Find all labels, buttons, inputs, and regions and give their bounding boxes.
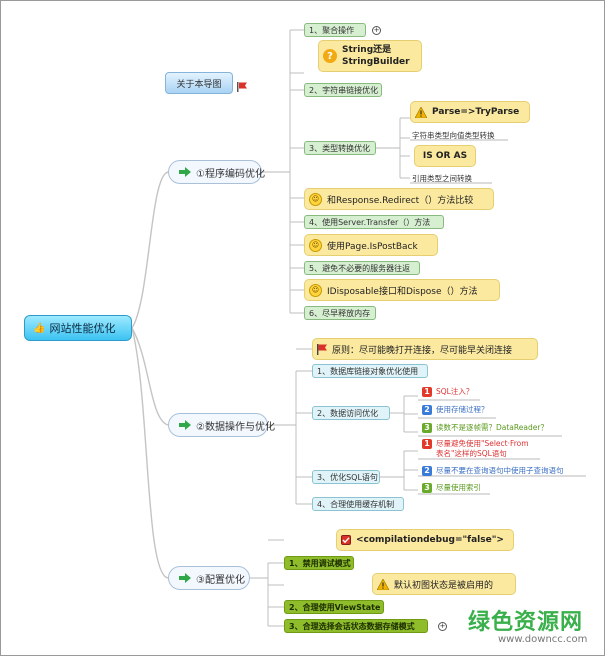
question-icon: ? [323,49,337,63]
about-label: 关于本导图 [176,79,222,90]
item-label: 4、使用Server.Transfer（）方法 [309,217,431,227]
sub-text: 使用存储过程？ [436,405,489,414]
note-text: IS OR AS [422,151,468,161]
expand-icon[interactable]: + [438,622,447,631]
sql-sub-3: 3 尽量使用索引 [422,482,481,493]
warning-icon [415,106,427,118]
note-text: 原则：尽可能晚打开连接，尽可能早关闭连接 [332,345,513,356]
item-optimize-sql[interactable]: 3、优化SQL语句 [312,470,380,484]
note-text: String还是 [342,45,392,55]
sql-sub-2: 2 尽量不要在查询语句中使用子查询语句 [422,465,564,476]
branch-label: ③配置优化 [196,574,245,586]
item-label: 3、优化SQL语句 [317,472,378,482]
note-text: Parse=>TryParse [432,107,520,117]
item-label: 5、避免不必要的服务器往返 [309,263,411,273]
note-text: 默认初图状态是被启用的 [394,580,494,591]
note-viewstate-default: 默认初图状态是被启用的 [372,573,516,595]
branch-label: ①程序编码优化 [196,168,265,180]
item-server-transfer[interactable]: 4、使用Server.Transfer（）方法 [304,215,444,229]
smiley-icon: ☺ [309,192,322,206]
number-badge: 2 [422,465,432,476]
green-arrow-icon [179,167,191,177]
note-parse-tryparse: Parse=>TryParse [410,101,530,123]
note-compilation-debug: <compilationdebug="false"> [336,529,514,551]
isoras-sub-label: 引用类型之间转换 [412,174,472,183]
red-flag-icon [317,343,327,355]
number-badge: 3 [422,482,432,493]
note-idisposable: ☺ IDisposable接口和Dispose（）方法 [304,279,500,301]
green-arrow-icon [179,573,191,583]
watermark-url: www.downcc.com [498,634,588,645]
item-avoid-roundtrips[interactable]: 5、避免不必要的服务器往返 [304,261,420,275]
item-type-conversion[interactable]: 3、类型转换优化 [304,141,376,155]
number-badge: 1 [422,439,432,449]
number-badge: 1 [422,386,432,397]
item-label: 2、数据访问优化 [317,408,379,418]
checkbox-icon [341,535,351,545]
item-release-memory[interactable]: 6、尽早释放内存 [304,306,376,320]
item-label: 3、合理选择会话状态数据存储模式 [289,621,415,631]
item-label: 1、禁用调试模式 [289,558,351,568]
smiley-icon: ☺ [309,283,322,297]
branch-data-operation[interactable]: ②数据操作与优化 [168,413,275,437]
thumbs-up-icon: 👍 [33,322,46,334]
note-text: 使用Page.IsPostBack [327,241,418,252]
green-arrow-icon [179,420,191,430]
note-is-or-as: IS OR AS [414,145,476,167]
branch-coding-optimization[interactable]: ①程序编码优化 [168,160,265,184]
item-label: 2、字符串链接优化 [309,85,379,95]
sub-text: 尽量使用索引 [436,483,481,492]
access-sub-2: 2 使用存储过程？ [422,404,489,415]
note-string-stringbuilder: ? String还是 StringBuilder [318,40,422,72]
item-session-storage[interactable]: 3、合理选择会话状态数据存储模式 [284,619,428,633]
expand-icon[interactable]: + [372,26,381,35]
item-viewstate[interactable]: 2、合理使用ViewState [284,600,384,614]
item-db-connection[interactable]: 1、数据库链接对象优化使用 [312,364,428,378]
parse-sub-label: 字符串类型向值类型转换 [412,131,495,140]
number-badge: 2 [422,404,432,415]
note-text: <compilationdebug="false"> [356,535,504,545]
item-label: 6、尽早释放内存 [309,308,371,318]
flag-icon [237,82,247,92]
note-response-redirect: ☺ 和Response.Redirect（）方法比较 [304,188,494,210]
sub-text: 尽量不要在查询语句中使用子查询语句 [436,466,564,475]
root-label: 网站性能优化 [49,322,116,335]
item-cache-mechanism[interactable]: 4、合理使用缓存机制 [312,497,404,511]
watermark-logo-text: 绿色资源网 [468,610,584,635]
access-sub-3: 3 读数不是逐帧需？DataReader？ [422,422,548,433]
item-data-access[interactable]: 2、数据访问优化 [312,406,390,420]
branch-configuration[interactable]: ③配置优化 [168,566,250,590]
item-label: 4、合理使用缓存机制 [317,499,395,509]
sub-text: SQL注入？ [436,387,474,396]
item-label: 2、合理使用ViewState [289,602,381,612]
note-text: 和Response.Redirect（）方法比较 [327,195,474,206]
sub-text: 读数不是逐帧需？DataReader？ [436,423,548,432]
sub-text: 表名"这样的SQL语句 [436,449,507,458]
note-ispostback: ☺ 使用Page.IsPostBack [304,234,438,256]
about-node[interactable]: 关于本导图 [165,72,233,94]
note-text: StringBuilder [342,57,410,67]
note-text: IDisposable接口和Dispose（）方法 [327,286,478,297]
item-label: 1、数据库链接对象优化使用 [317,366,419,376]
item-label: 1、聚合操作 [309,25,355,35]
smiley-icon: ☺ [309,238,322,252]
root-node[interactable]: 👍 网站性能优化 [24,315,132,341]
item-string-concat[interactable]: 2、字符串链接优化 [304,83,382,97]
sub-text: 尽量避免使用"Select·From [436,439,529,448]
item-disable-debug[interactable]: 1、禁用调试模式 [284,556,354,570]
note-connection-principle: 原则：尽可能晚打开连接，尽可能早关闭连接 [312,338,538,360]
access-sub-1: 1 SQL注入？ [422,386,473,397]
branch-label: ②数据操作与优化 [196,421,275,433]
number-badge: 3 [422,422,432,433]
warning-icon [377,578,389,590]
item-label: 3、类型转换优化 [309,143,371,153]
item-aggregate-operation[interactable]: 1、聚合操作 [304,23,366,37]
